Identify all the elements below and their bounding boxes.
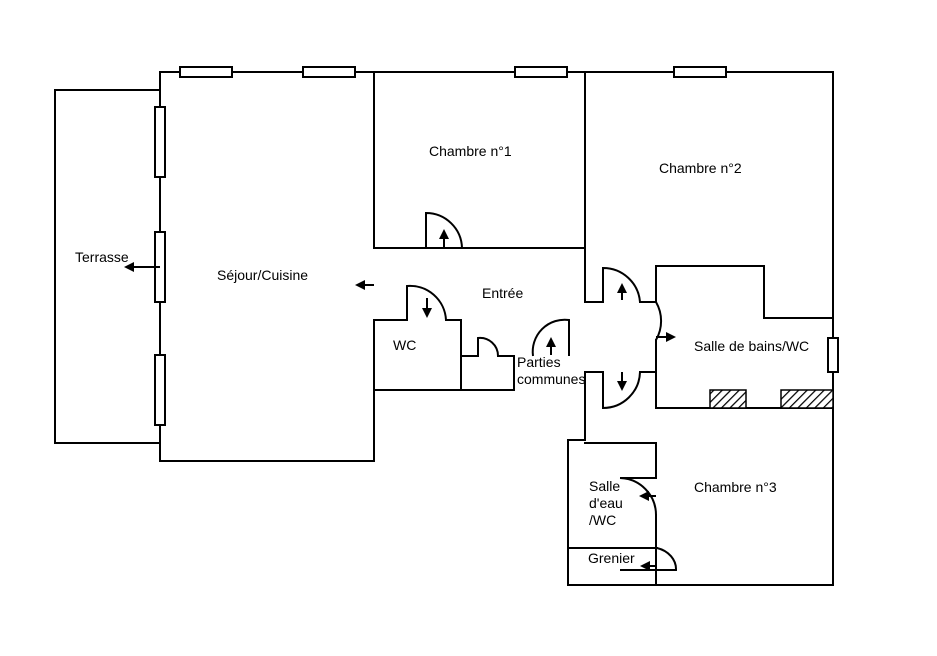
window-left-3 [154, 354, 166, 426]
windows [154, 66, 839, 426]
door-salle-bains [655, 301, 663, 341]
label-chambre2: Chambre n°2 [659, 160, 742, 176]
arrow-wc-head [422, 308, 432, 318]
arrow-chambre1-head [439, 229, 449, 239]
door-salle-eau [619, 477, 657, 516]
label-chambre3: Chambre n°3 [694, 479, 777, 495]
label-terrasse: Terrasse [75, 249, 129, 265]
window-left-1 [154, 106, 166, 178]
chambre1-walls [373, 71, 604, 303]
label-parties-line1: Parties [517, 354, 561, 370]
label-parties-line2: communes [517, 371, 585, 387]
label-sejour: Séjour/Cuisine [217, 267, 308, 283]
arrow-grenier-head [640, 561, 650, 571]
arrow-salle-bains-head [666, 332, 676, 342]
terrasse-outline [54, 89, 161, 444]
window-top-3 [514, 66, 568, 78]
hatched-boxes [709, 389, 834, 409]
arrow-terrasse-head [124, 262, 134, 272]
label-salle-eau-line3: /WC [589, 512, 616, 528]
arrow-salle-eau-head [639, 491, 649, 501]
hall-junction-walls [584, 371, 657, 381]
door-parties-communes [531, 318, 570, 357]
window-top-1 [179, 66, 233, 78]
door-chambre3-hall [602, 371, 641, 410]
arrow-chambre2-head [617, 283, 627, 293]
arrow-sejour-head [355, 280, 365, 290]
room-labels: Terrasse Séjour/Cuisine Chambre n°1 Cham… [75, 143, 809, 566]
wc-walls [373, 319, 515, 391]
salle-bains-walls [639, 265, 834, 409]
arrow-chambre3-head [617, 381, 627, 391]
door-wc [406, 284, 447, 321]
door-placard [477, 336, 500, 357]
window-right-1 [827, 337, 839, 373]
doors [406, 211, 678, 571]
label-salle-eau-line1: Salle [589, 478, 620, 494]
label-entree: Entrée [482, 285, 523, 301]
door-grenier [620, 547, 678, 571]
chimney-1 [709, 389, 747, 409]
arrow-parties-head [546, 337, 556, 347]
chambre3-walls [567, 442, 658, 586]
window-top-4 [673, 66, 727, 78]
door-chambre2 [602, 266, 641, 303]
parties-communes-walls [460, 355, 515, 391]
walls [54, 71, 834, 586]
label-wc: WC [393, 337, 416, 353]
door-chambre1 [425, 211, 463, 249]
label-chambre1: Chambre n°1 [429, 143, 512, 159]
chimney-2 [780, 389, 834, 409]
window-top-2 [302, 66, 356, 78]
arrows [124, 229, 676, 571]
label-grenier: Grenier [588, 550, 635, 566]
label-salle-bains: Salle de bains/WC [694, 338, 809, 354]
label-salle-eau-line2: d'eau [589, 495, 623, 511]
